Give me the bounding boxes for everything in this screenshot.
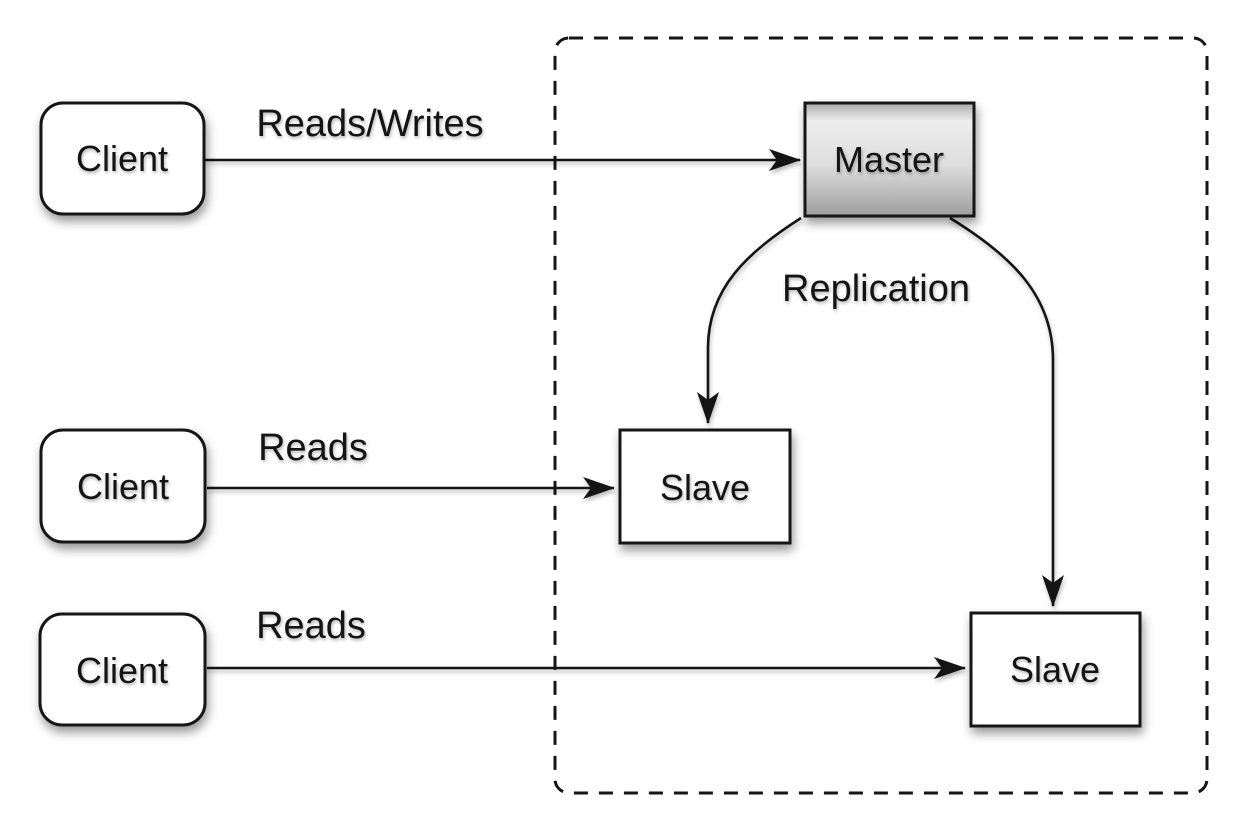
replication-cluster-border bbox=[553, 36, 1209, 795]
slave-label-2: Slave bbox=[1010, 649, 1100, 690]
arrow-replication-master-to-slave1 bbox=[697, 216, 802, 424]
edge-label-reads-writes: Reads/Writes bbox=[256, 103, 483, 145]
client-label-2: Client bbox=[77, 466, 169, 507]
client-node-2: Client bbox=[39, 428, 207, 544]
master-node: Master bbox=[803, 101, 976, 218]
client-node-3: Client bbox=[38, 612, 207, 727]
client-box-3 bbox=[38, 612, 207, 727]
client-box-1 bbox=[39, 101, 206, 216]
slave-box-1 bbox=[618, 428, 792, 545]
slave-node-2: Slave bbox=[969, 611, 1142, 728]
client-node-1: Client bbox=[39, 101, 206, 216]
slave-label-1: Slave bbox=[660, 467, 750, 508]
edge-label-reads-lower: Reads bbox=[256, 605, 366, 647]
client-label-3: Client bbox=[76, 650, 168, 691]
master-box bbox=[803, 101, 976, 218]
arrow-replication-master-to-slave2 bbox=[949, 216, 1064, 607]
replication-cluster bbox=[553, 36, 1209, 795]
slave-node-1: Slave bbox=[618, 428, 792, 545]
edge-label-replication: Replication bbox=[782, 268, 970, 310]
slave-box-2 bbox=[969, 611, 1142, 728]
client-box-2 bbox=[39, 428, 207, 544]
master-label: Master bbox=[834, 139, 944, 180]
edge-label-reads-upper: Reads bbox=[258, 427, 368, 469]
client-label-1: Client bbox=[76, 138, 168, 179]
